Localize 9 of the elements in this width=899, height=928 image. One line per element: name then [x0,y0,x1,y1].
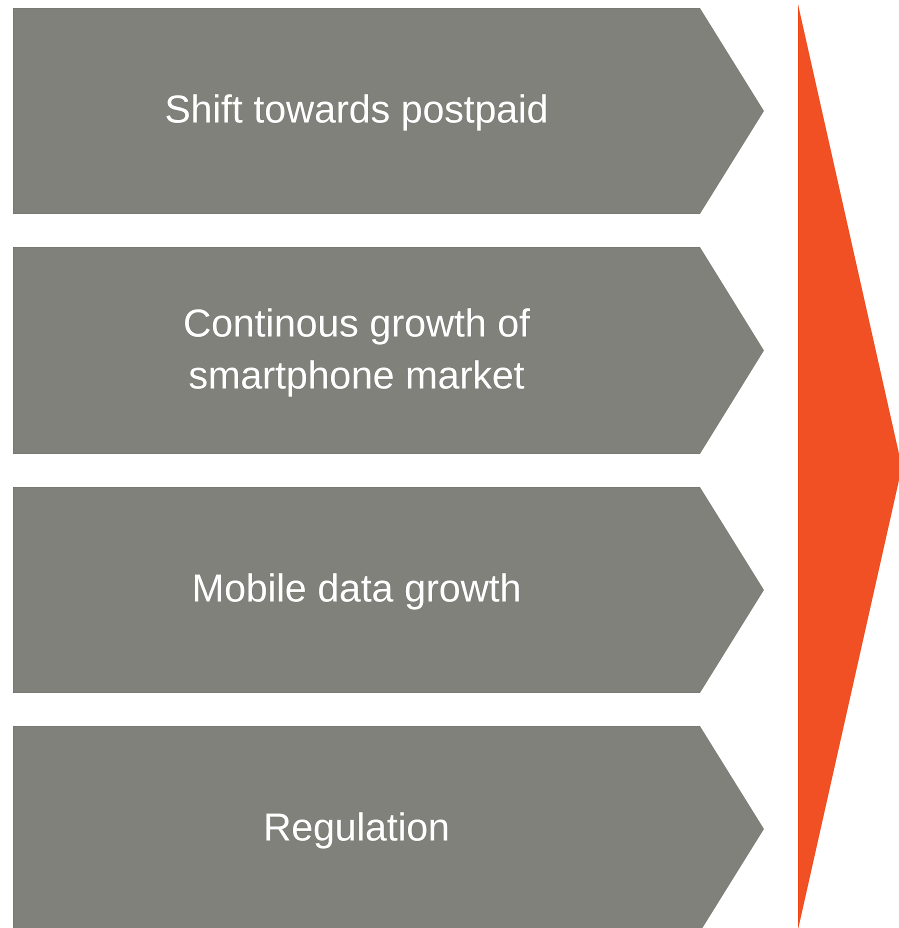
chevron-label: Mobile data growth [190,566,522,613]
chevron-label: Shift towards postpaid [164,88,550,134]
chevron-label: Continous growth of smartphone market [182,300,531,400]
chevron-shape [13,726,764,928]
chevron-shape [13,487,764,693]
chevron-label: Regulation [262,806,451,852]
triangle-arrow [798,4,899,928]
chevron-shape [13,247,764,454]
chevron-shape [13,8,764,214]
